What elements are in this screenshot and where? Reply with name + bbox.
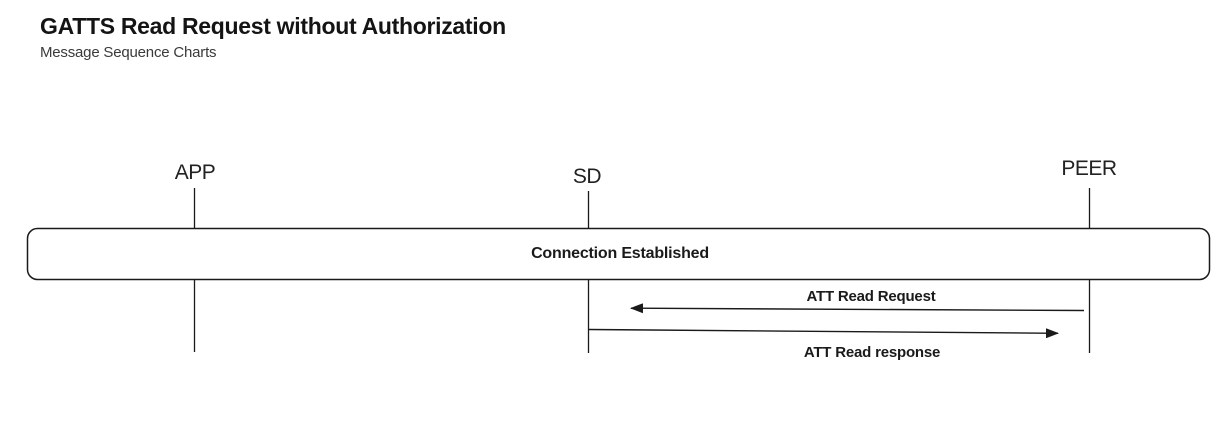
page-subtitle: Message Sequence Charts <box>40 44 217 61</box>
lifelines <box>193 188 1091 353</box>
connection-established-label: Connection Established <box>531 245 709 262</box>
participant-label-peer: PEER <box>1061 157 1117 180</box>
message-label-att-read-response: ATT Read response <box>803 344 941 361</box>
page-title: GATTS Read Request without Authorization <box>40 13 506 39</box>
arrow-att-read-request <box>630 303 1085 314</box>
arrow-att-read-response <box>588 328 1059 339</box>
participant-label-app: APP <box>174 161 216 184</box>
connection-established-frame <box>26 227 1211 281</box>
message-label-att-read-request: ATT Read Request <box>806 288 936 305</box>
participant-label-sd: SD <box>572 165 602 188</box>
